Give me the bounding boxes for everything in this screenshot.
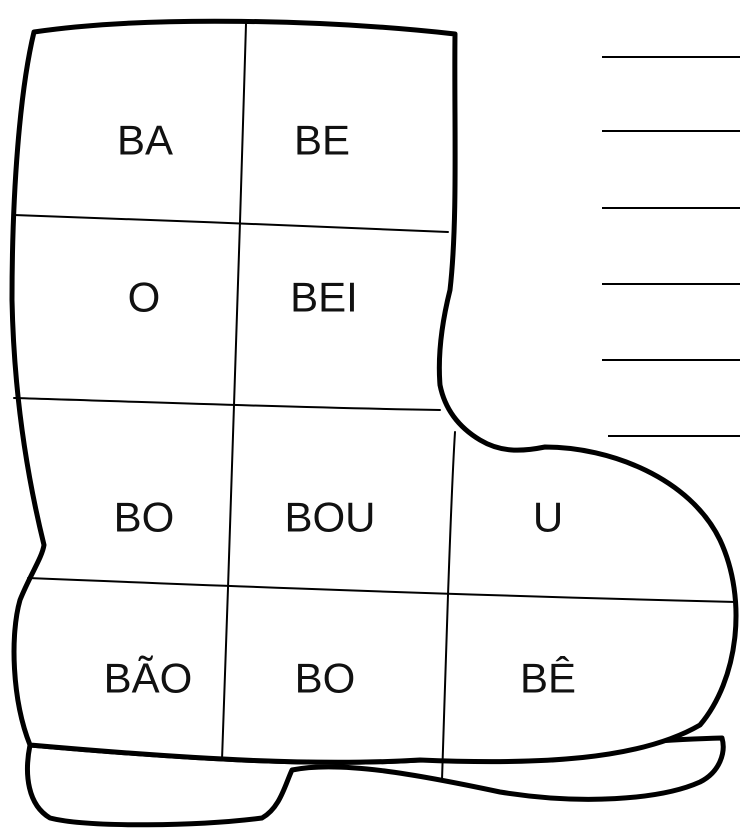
syllable-bei: BEI	[290, 274, 358, 321]
syllable-bo-2: BO	[295, 655, 356, 702]
syllable-be-circumflex: BÊ	[520, 655, 576, 702]
syllable-bou: BOU	[284, 494, 375, 541]
syllable-u: U	[533, 494, 563, 541]
syllable-bao: BÃO	[104, 655, 193, 702]
syllable-ba: BA	[117, 117, 173, 164]
syllable-bo: BO	[114, 494, 175, 541]
syllable-be: BE	[294, 117, 350, 164]
syllable-o: O	[128, 274, 161, 321]
